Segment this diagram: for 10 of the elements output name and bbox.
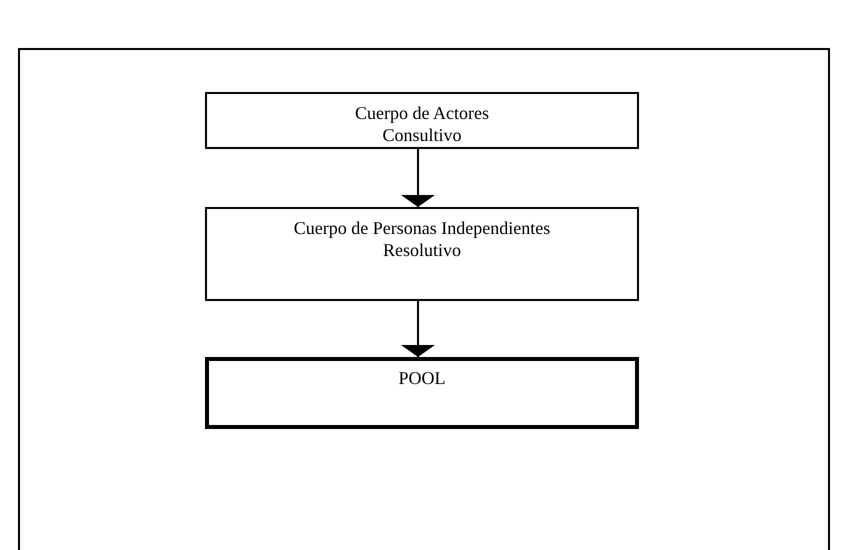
process-box (205, 357, 639, 429)
process-box (205, 207, 639, 301)
process-box (205, 92, 639, 149)
box-label: Cuerpo de Actores (355, 102, 489, 124)
box-label: POOL (398, 367, 446, 389)
box-label: Resolutivo (382, 239, 461, 261)
arrow (401, 149, 435, 207)
arrow (401, 301, 435, 357)
box-label: Consultivo (382, 124, 462, 146)
box-label: Cuerpo de Personas Independientes (294, 217, 550, 239)
